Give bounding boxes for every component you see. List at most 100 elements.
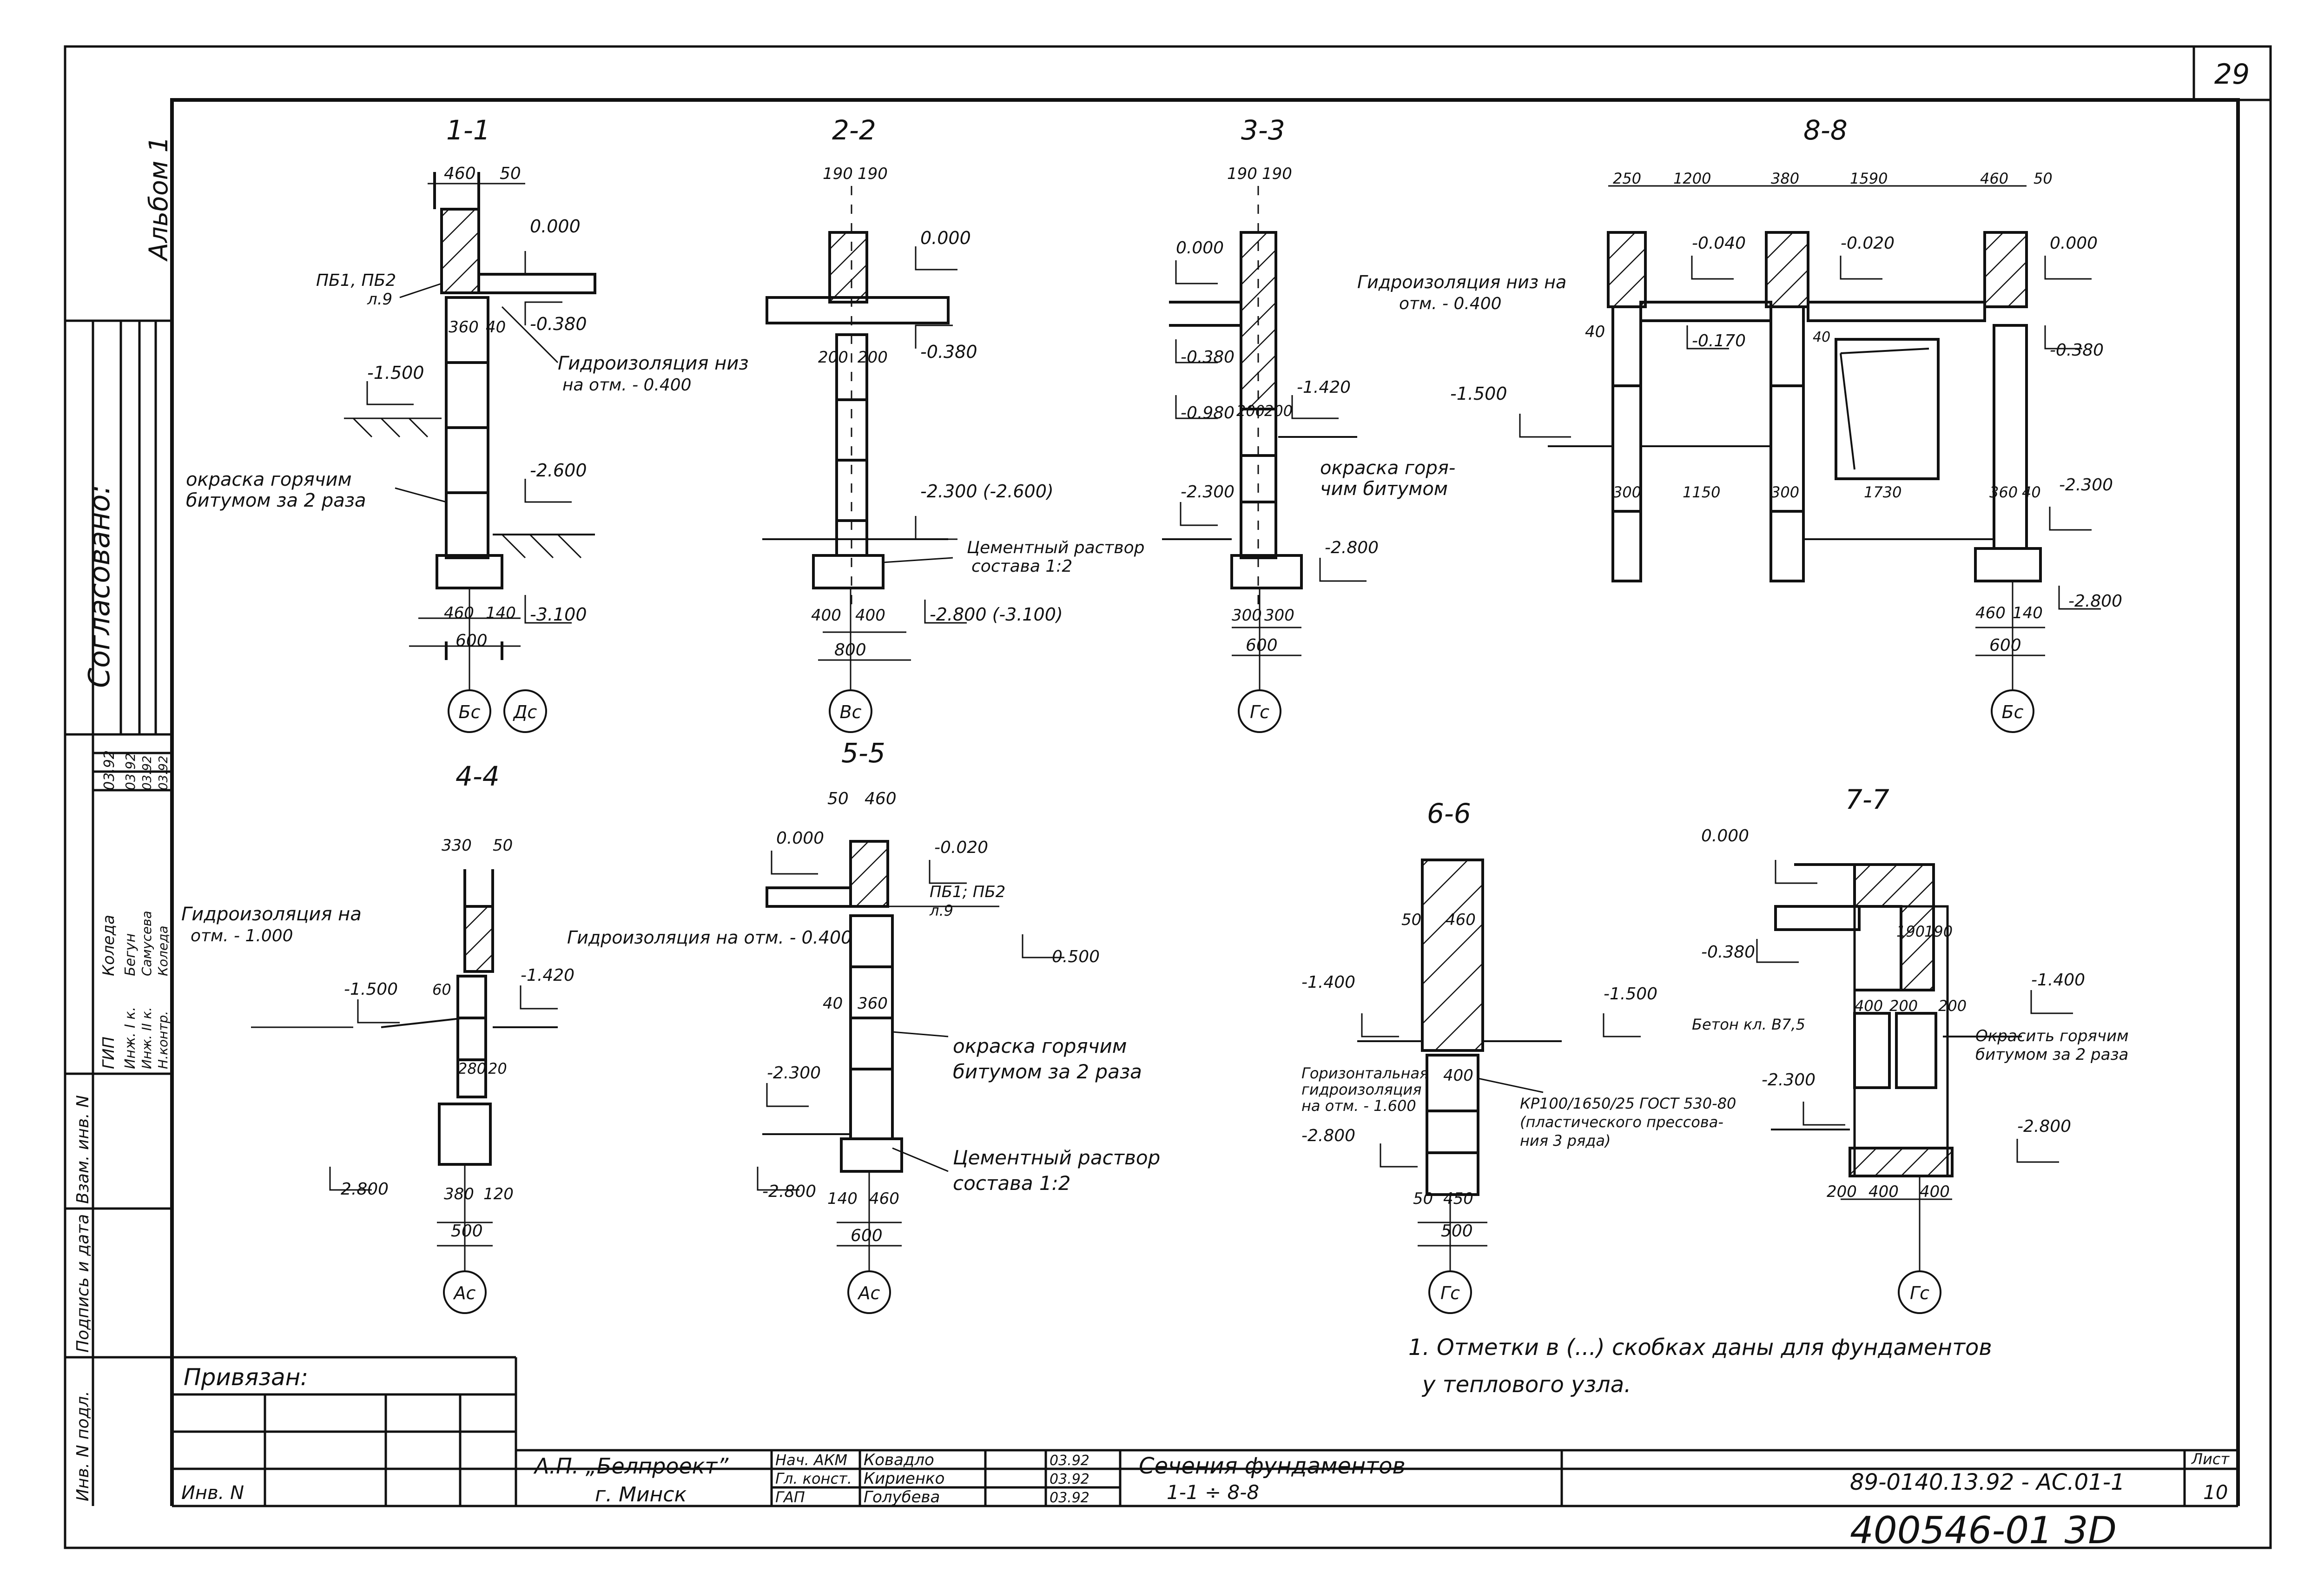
staff-date-1: 03.92 [1050, 1471, 1089, 1487]
s6-axis-0: Гс [1440, 1283, 1460, 1303]
left-date-3: 03.92 [157, 756, 171, 790]
s8-dim-mid-4: 300 [1771, 483, 1799, 501]
s8-dim-mid-5: 1730 [1864, 483, 1901, 501]
left-role-2: Инж. II к. [139, 1007, 154, 1069]
left-date-1: 03.92 [123, 753, 138, 790]
s6-dim-400: 400 [1443, 1066, 1473, 1085]
s4-dim-330: 330 [442, 836, 472, 855]
s8-mark-1: -0.020 [1841, 234, 1895, 253]
s6-mark-0: -1.400 [1301, 973, 1355, 992]
s1-label-l9: л.9 [367, 290, 392, 309]
s5-mark-4: -2.800 [762, 1182, 816, 1201]
s1-dim-360: 360 [449, 318, 479, 337]
s7-mark-0: 0.000 [1701, 826, 1749, 846]
s5-mark-1: -0.020 [934, 838, 988, 857]
section-7-7-drawing [1756, 860, 2073, 1314]
s7-dim-mid-200a: 200 [1889, 997, 1918, 1015]
s8-dim-top-2: 380 [1771, 170, 1799, 187]
s5-dim-460: 460 [865, 789, 897, 808]
s7-mark-1: -0.380 [1701, 943, 1755, 962]
sheet-value: 10 [2203, 1481, 2228, 1504]
left-date-2: 03.92 [140, 756, 154, 790]
s4-dim-b-500: 500 [451, 1222, 483, 1241]
s8-dim-mid-7: 40 [2022, 483, 2041, 501]
section-1-1-drawing [344, 172, 596, 733]
s8-dim-top-4: 460 [1980, 170, 2008, 187]
note-line-2: у теплового узла. [1421, 1372, 1631, 1398]
s5-dim-40: 40 [823, 994, 843, 1013]
section-6-6-drawing [1357, 859, 1641, 1314]
s2-label-cem2: состава 1:2 [971, 557, 1072, 576]
left-role-3: Н.контр. [155, 1011, 171, 1069]
org-line-1: А.П. „Белпроект” [533, 1453, 729, 1479]
s3-mark-1: -0.380 [1181, 348, 1235, 367]
s3-dim-190a: 190 [1227, 165, 1257, 183]
s7-dim-b-200: 200 [1827, 1182, 1857, 1201]
s5-axis-0: Ас [857, 1283, 880, 1303]
left-date-0: 03.92 [101, 750, 118, 790]
s6-dim-50: 50 [1401, 911, 1421, 929]
staff-role-2: ГАП [775, 1488, 805, 1506]
s7-dim-mid-200b: 200 [1938, 997, 1967, 1015]
s6-label-0: Горизонтальная [1301, 1064, 1428, 1082]
s1-dim-50: 50 [500, 164, 521, 183]
s7-dim-190b: 190 [1924, 923, 1953, 940]
staff-name-2: Голубева [864, 1488, 940, 1506]
s1-mark-4: -3.100 [530, 604, 587, 625]
s7-label-paint1: Окрасить горячим [1975, 1027, 2129, 1045]
s8-dim-top-3: 1590 [1850, 170, 1888, 187]
s2-dim-b-800: 800 [834, 641, 866, 660]
s8-dim-top-0: 250 [1613, 170, 1641, 187]
staff-date-2: 03.92 [1050, 1490, 1089, 1506]
s4-dim-20: 20 [488, 1060, 507, 1077]
s6-label-1: гидроизоляция [1301, 1081, 1422, 1098]
s2-dim-b-400b: 400 [855, 606, 885, 625]
s2-mark-1: -0.380 [920, 342, 977, 362]
s8-mark-2: 0.000 [2050, 234, 2098, 253]
sheet-number-box [2192, 45, 2272, 101]
section-5-5-drawing [757, 840, 1064, 1314]
s8-dim-mid-3: 1150 [1683, 483, 1720, 501]
s8-mark-5: -1.500 [1450, 383, 1507, 404]
s8-dim-mid-1: 40 [1813, 329, 1830, 345]
section-7-7-title: 7-7 [1845, 784, 1889, 815]
note-line-1: 1. Отметки в (...) скобках даны для фунд… [1408, 1334, 1992, 1361]
drawing-title-2: 1-1 ÷ 8-8 [1167, 1481, 1259, 1504]
s8-dim-mid-6: 360 [1989, 483, 2018, 501]
s7-dim-b-400a: 400 [1868, 1182, 1899, 1201]
stamp-code: 400546-01 3D [1850, 1509, 2117, 1552]
s2-dim-190b: 190 [858, 165, 888, 183]
left-stamp-block [65, 319, 172, 1506]
section-6-6-title: 6-6 [1427, 798, 1471, 829]
staff-date-0: 03.92 [1050, 1453, 1089, 1469]
s1-dim-40: 40 [486, 318, 506, 337]
s1-label-paint1: окраска горячим [186, 469, 352, 490]
s5-dim-360: 360 [858, 994, 888, 1013]
s8-dim-top-5: 50 [2034, 170, 2053, 187]
s5-label-l9: л.9 [929, 902, 953, 919]
s4-label-hydro2: отм. - 1.000 [191, 926, 293, 945]
s4-dim-60: 60 [432, 981, 451, 998]
s2-dim-200a: 200 [818, 348, 848, 367]
approval-title: Согласовано: [82, 485, 116, 688]
left-name-1: Бегун [122, 933, 139, 976]
s5-label-paint2: битумом за 2 раза [953, 1060, 1142, 1083]
left-label-2: Инв. N подл. [73, 1391, 92, 1501]
s2-mark-2: -2.300 (-2.600) [920, 481, 1054, 502]
left-role-0: ГИП [99, 1037, 118, 1069]
s8-mark-4: -0.380 [2050, 341, 2104, 360]
s4-mark-2: -2.800 [335, 1180, 389, 1199]
left-name-2: Самусева [139, 911, 154, 976]
s2-mark-0: 0.000 [920, 228, 971, 248]
privyazan-label: Привязан: [184, 1364, 308, 1391]
s8-dim-top-1: 1200 [1673, 170, 1711, 187]
s1-mark-3: -2.600 [530, 460, 587, 481]
s2-dim-200b: 200 [858, 348, 888, 367]
s5-label-cem1: Цементный раствор [953, 1146, 1160, 1169]
s1-dim-460: 460 [444, 164, 476, 183]
s5-mark-0: 0.000 [776, 829, 824, 848]
s6-label-4: (пластического прессова- [1520, 1113, 1723, 1131]
s7-mark-3: -2.300 [1762, 1070, 1816, 1090]
s4-axis-0: Ас [453, 1283, 476, 1303]
